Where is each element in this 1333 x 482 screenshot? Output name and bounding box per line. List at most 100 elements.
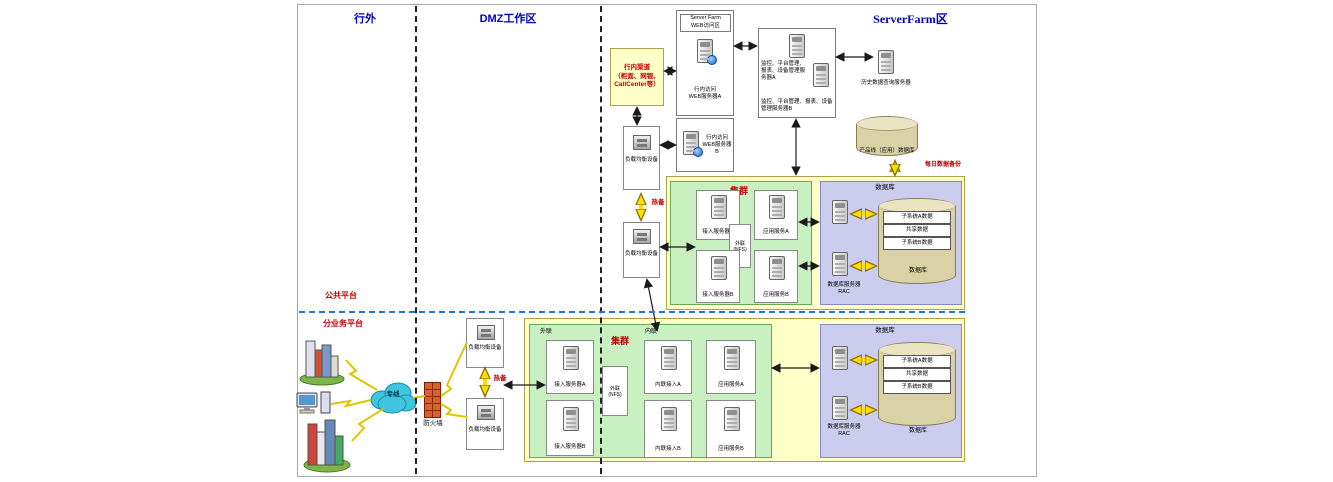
leased-line-label: 专线	[386, 391, 400, 398]
db-top-cylinder: 子系统A数据 共享数据 子系统B数据	[878, 198, 956, 284]
app-server-a-label: 应用服务A	[763, 229, 789, 235]
load-balancer-label: 负载均衡设备	[468, 345, 502, 351]
zone-divider-outside-dmz	[415, 6, 417, 474]
hot-standby-label: 热备	[493, 375, 507, 382]
db-bottom-caption: 数据库	[908, 428, 927, 434]
internal-access-a-label: 内联接入A	[655, 382, 681, 388]
load-balancer-label: 负载均衡设备	[468, 427, 502, 433]
load-balancer-label: 负载均衡设备	[625, 251, 659, 257]
mgmt-server-a-icon	[789, 34, 805, 58]
load-balancer-top-a: 负载均衡设备	[623, 126, 660, 190]
zone-title-outside: 行外	[354, 13, 376, 25]
label-business-platform: 分业务平台	[323, 319, 363, 328]
internal-column-label: 内联	[644, 329, 657, 335]
headquarters-building-icon	[298, 336, 346, 386]
app-server-a-label: 应用服务A	[718, 382, 744, 388]
access-server-a-label: 接入服务器A	[702, 229, 734, 235]
globe-icon	[693, 147, 703, 157]
db-top-title: 数据库	[875, 184, 895, 191]
db-row: 子系统A数据	[883, 355, 951, 368]
internal-access-b-box: 内联接入B	[644, 400, 692, 458]
access-server-b-label: 接入服务器B	[554, 444, 586, 450]
load-balancer-bottom-a: 负载均衡设备	[466, 318, 504, 368]
server-icon	[769, 195, 785, 219]
server-icon	[724, 346, 740, 370]
mgmt-server-b-label: 监控、平台管理、报表、设备管理服务器B	[761, 99, 833, 112]
app-server-a-box: 应用服务A	[754, 190, 798, 240]
web-server-b-box: 行内访问 WEB服务器B	[676, 118, 734, 172]
db-row: 共享数据	[883, 224, 951, 237]
access-server-b-label: 接入服务器B	[702, 292, 734, 298]
server-icon	[711, 195, 727, 219]
db-bottom-rac-label: 数据库服务器 RAC	[827, 424, 861, 437]
cluster-bottom-title: 集群	[610, 336, 629, 346]
zone-title-serverfarm: ServerFarm区	[873, 12, 948, 26]
load-balancer-icon	[633, 229, 651, 244]
hot-standby-label: 热备	[651, 199, 665, 206]
rac-server-icon	[832, 200, 848, 224]
mgmt-servers-box: 监控、平台管理、报表、设备管理服务器A 监控、平台管理、报表、设备管理服务器B	[758, 28, 836, 118]
db-top-rac-label: 数据库服务器 RAC	[827, 282, 861, 295]
network-cloud-icon	[368, 376, 418, 418]
web-server-a-label: 行内访问 WEB服务器A	[688, 87, 722, 100]
nfs-box-bottom: 外联 (NFS)	[602, 366, 628, 416]
nfs-label: 外联 (NFS)	[733, 240, 747, 253]
web-access-area-title: Server Farm WEB访问区	[680, 14, 731, 32]
access-server-b-box-bottom: 接入服务器B	[546, 400, 594, 456]
globe-icon	[707, 55, 717, 65]
load-balancer-bottom-b: 负载均衡设备	[466, 398, 504, 450]
internal-access-b-label: 内联接入B	[655, 446, 681, 452]
server-icon	[711, 256, 727, 280]
db-top-caption: 数据库	[908, 268, 927, 274]
history-server-label: 历史数据查询服务器	[861, 80, 911, 86]
server-icon	[769, 256, 785, 280]
load-balancer-icon	[633, 135, 651, 150]
label-public-platform: 公共平台	[325, 291, 357, 300]
server-icon	[563, 407, 579, 431]
product-db-cylinder	[856, 116, 918, 156]
db-row: 子系统A数据	[883, 211, 951, 224]
branch-buildings-icon	[302, 414, 352, 474]
diagram-frame	[297, 4, 1037, 477]
access-server-a-box-bottom: 接入服务器A	[546, 340, 594, 394]
access-server-a-label: 接入服务器A	[554, 382, 586, 388]
rac-server-icon	[832, 346, 848, 370]
db-bottom-cylinder: 子系统A数据 共享数据 子系统B数据	[878, 342, 956, 426]
load-balancer-label: 负载均衡设备	[625, 157, 659, 163]
firewall-label: 防火墙	[423, 420, 443, 427]
mgmt-server-b-icon	[813, 63, 829, 87]
channel-box: 行内渠道 （柜面、网银、 CallCenter等）	[610, 48, 664, 106]
server-icon	[563, 346, 579, 370]
app-server-b-box-bottom: 应用服务B	[706, 400, 756, 458]
app-server-b-label: 应用服务B	[718, 446, 744, 452]
app-server-b-label: 应用服务B	[763, 292, 789, 298]
external-column-label: 外联	[539, 329, 552, 335]
nfs-label: 外联 (NFS)	[608, 385, 622, 398]
zone-divider-dmz-serverfarm	[600, 6, 602, 474]
product-db-label: 产品线（应用）数据库	[859, 148, 915, 154]
platform-divider	[299, 311, 965, 313]
daily-backup-label: 每日数据备份	[924, 162, 961, 168]
channel-label: 行内渠道 （柜面、网银、 CallCenter等）	[614, 63, 660, 89]
load-balancer-icon	[477, 405, 495, 420]
rac-server-icon	[832, 252, 848, 276]
rac-server-icon	[832, 396, 848, 420]
app-server-a-box-bottom: 应用服务A	[706, 340, 756, 394]
load-balancer-top-b: 负载均衡设备	[623, 222, 660, 278]
mgmt-server-a-label: 监控、平台管理、报表、设备管理服务器A	[761, 61, 806, 81]
zone-title-dmz: DMZ工作区	[479, 13, 537, 25]
server-icon	[661, 407, 677, 431]
server-icon	[661, 346, 677, 370]
db-row: 子系统B数据	[883, 237, 951, 250]
history-server-icon	[878, 50, 894, 74]
web-server-b-label: 行内访问 WEB服务器B	[702, 135, 732, 155]
access-server-b-box: 接入服务器B	[696, 250, 740, 303]
client-pc-icon	[296, 390, 332, 420]
db-bottom-title: 数据库	[875, 327, 895, 334]
web-server-a-icon	[697, 39, 717, 65]
web-access-area-box: Server Farm WEB访问区 行内访问 WEB服务器A	[676, 10, 734, 116]
load-balancer-icon	[477, 325, 495, 340]
internal-access-a-box: 内联接入A	[644, 340, 692, 394]
firewall-icon	[424, 382, 441, 418]
db-row: 共享数据	[883, 368, 951, 381]
